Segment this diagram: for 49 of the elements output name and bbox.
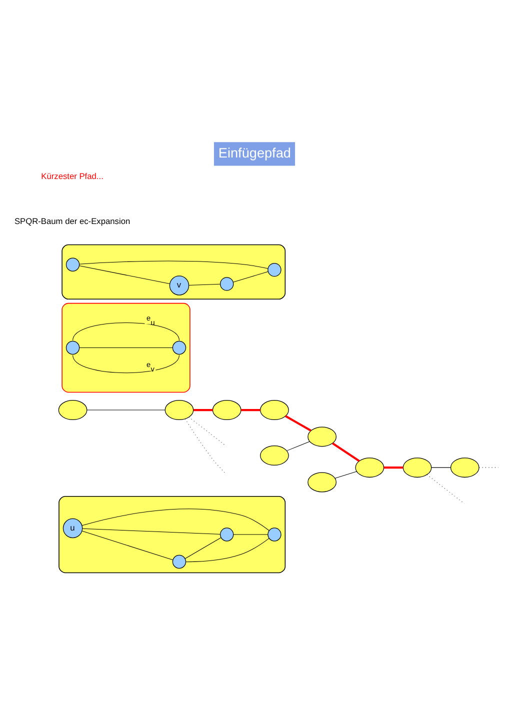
connector (334, 470, 357, 478)
connector (332, 442, 360, 462)
connector (184, 536, 222, 558)
connector (384, 466, 404, 468)
node-circle (66, 257, 80, 271)
node-ellipse (355, 457, 384, 478)
cluster (62, 244, 286, 300)
connector (82, 508, 270, 530)
node-circle (66, 340, 80, 354)
node-circle (220, 276, 234, 290)
node-ellipse (260, 400, 289, 420)
node-ellipse (164, 400, 194, 420)
connector (82, 530, 174, 560)
connector (186, 538, 270, 562)
connector (184, 418, 227, 474)
connector (72, 354, 180, 373)
connector (286, 440, 310, 450)
connector (478, 466, 499, 468)
diagram-title: Einfügepfad (218, 145, 291, 160)
connector (72, 322, 180, 340)
connector (82, 528, 221, 534)
connector (193, 408, 213, 411)
connector (79, 265, 170, 284)
connector (79, 260, 268, 268)
node-circle (268, 527, 282, 541)
node-ellipse (58, 400, 88, 420)
node-ellipse (402, 457, 432, 478)
node-circle (268, 262, 282, 276)
connector (86, 409, 166, 410)
node-ellipse (212, 400, 242, 420)
node-circle (220, 527, 234, 541)
node-circle (172, 340, 186, 354)
node-ellipse (450, 457, 480, 478)
connector (431, 466, 451, 468)
connector (79, 347, 173, 348)
label: SPQR-Baum der ec-Expansion (14, 216, 130, 226)
cluster (62, 302, 190, 392)
connector (285, 414, 312, 431)
label: Kürzester Pfad... (41, 170, 104, 181)
connector (188, 283, 221, 285)
node-circle (172, 554, 186, 568)
connector (233, 270, 268, 282)
connector (241, 408, 260, 411)
cluster (58, 495, 286, 573)
node-ellipse (308, 472, 336, 492)
node-ellipse (260, 445, 289, 466)
node-circle: u (62, 518, 83, 538)
node-circle: v (169, 275, 190, 295)
node-ellipse (308, 426, 336, 446)
